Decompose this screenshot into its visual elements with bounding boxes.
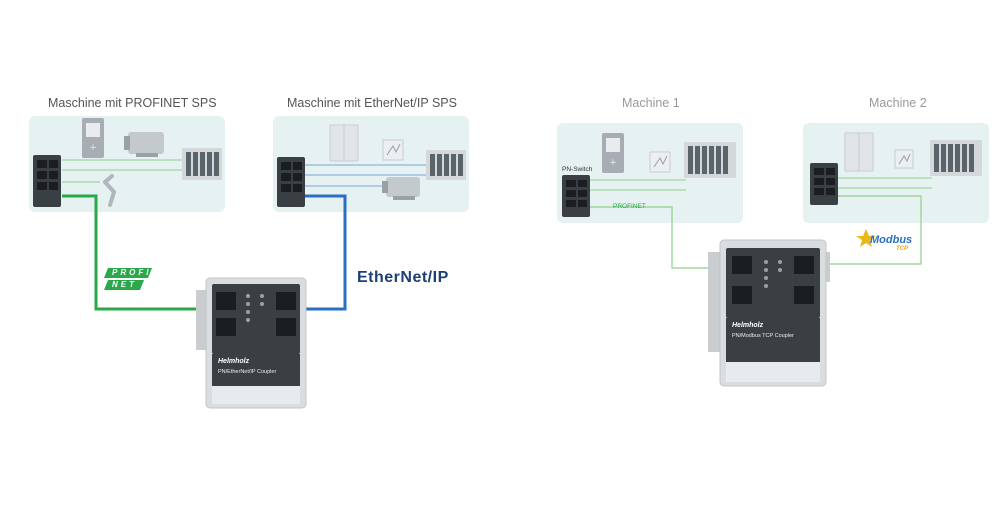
- profinet-switch-device: [33, 155, 61, 207]
- robot-arm-device: [103, 174, 116, 207]
- plc-rack-machine2: [930, 140, 982, 176]
- coupler-right-brand: Helmholz: [732, 322, 764, 329]
- ethernetip-cable: [287, 194, 347, 311]
- profinet-logo-text-bottom: NET: [112, 280, 137, 289]
- pn-modbus-coupler-device: [708, 239, 830, 387]
- ethernetip-logo: EtherNet/IP: [357, 269, 449, 286]
- modbus-link-right: [810, 195, 922, 265]
- svg-text:+: +: [89, 143, 97, 153]
- drive-device-2: [649, 151, 671, 173]
- cabinet-device: [329, 124, 359, 162]
- coupler-right-name: PN/Modbus TCP Coupler: [732, 333, 794, 339]
- title-profinet-machine: Maschine mit PROFINET SPS: [48, 96, 217, 110]
- plc-rack-ethernetip: [426, 150, 466, 180]
- plc-rack-profinet: [182, 148, 222, 180]
- modbus-logo-star: [856, 229, 876, 247]
- profinet-line-label: PROFINET: [613, 203, 646, 210]
- modbus-logo-text: Modbus: [870, 234, 913, 246]
- pn-ethernetip-coupler-device: [196, 277, 307, 409]
- drive-device: [382, 139, 404, 161]
- coupler-left-brand: Helmholz: [218, 358, 250, 365]
- hmi-panel-device-2: +: [602, 133, 624, 173]
- title-machine-2: Machine 2: [869, 96, 927, 110]
- plc-rack-machine1: [684, 142, 736, 178]
- profinet-machine-lines: [62, 159, 182, 183]
- motor-device-2: [382, 177, 420, 200]
- ethernetip-switch-device: [277, 157, 305, 207]
- title-machine-1: Machine 1: [622, 96, 680, 110]
- profinet-logo: [104, 268, 152, 290]
- pn-switch-device: [562, 175, 590, 217]
- hmi-panel-device: +: [82, 118, 104, 158]
- profinet-logo-text-top: PROFI: [112, 268, 152, 277]
- pn-switch-label: PN-Switch: [562, 166, 593, 173]
- cabinet-device-2: [844, 132, 874, 172]
- drive-device-3: [894, 149, 914, 169]
- profinet-cable: [62, 194, 228, 311]
- switch-device-machine2: [810, 163, 838, 205]
- machine1-lines: [590, 179, 686, 191]
- ethernetip-machine-lines: [305, 164, 428, 187]
- svg-text:+: +: [609, 158, 617, 168]
- coupler-left-name: PN/EtherNet/IP Coupler: [218, 369, 277, 375]
- modbus-logo-sub: TCP: [896, 246, 908, 252]
- profinet-link-right: [590, 206, 740, 269]
- title-ethernetip-machine: Maschine mit EtherNet/IP SPS: [287, 96, 457, 110]
- motor-device: [124, 132, 164, 157]
- machine2-lines: [838, 177, 932, 189]
